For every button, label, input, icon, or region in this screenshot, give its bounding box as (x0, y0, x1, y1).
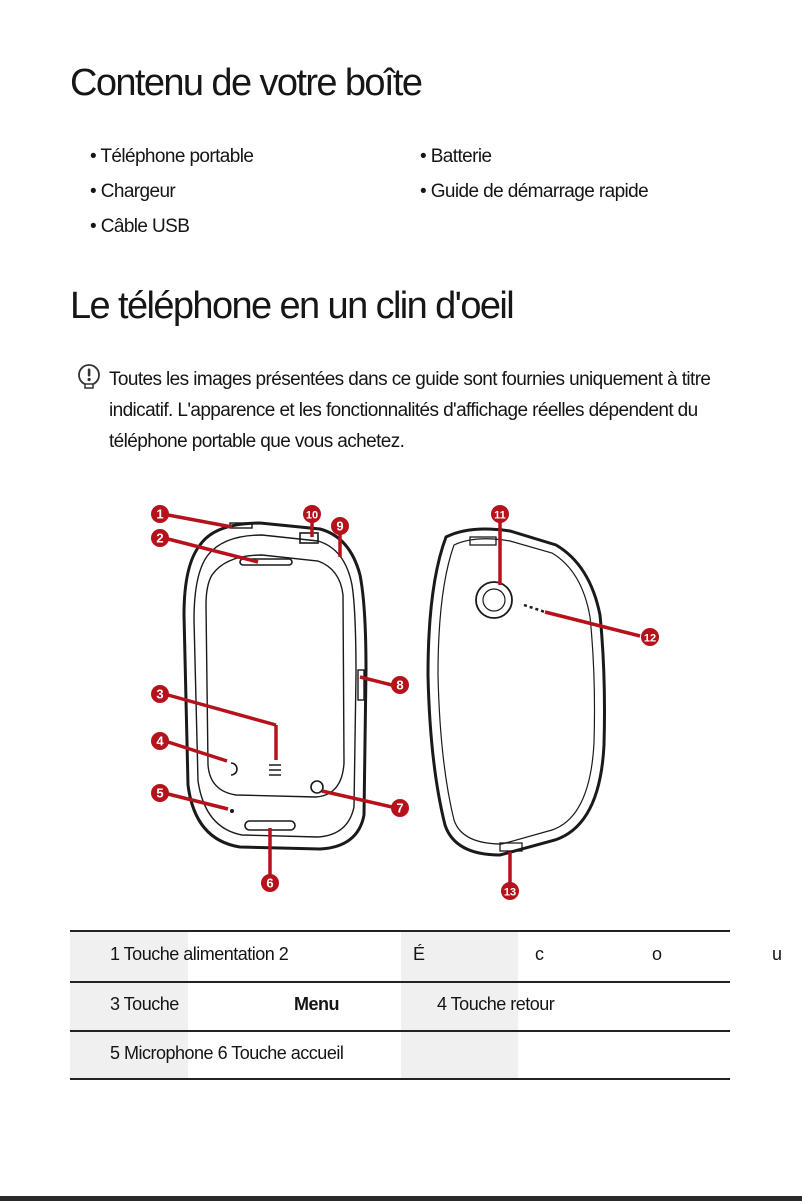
legend-row2-a: 3 Touche (110, 994, 179, 1014)
list-item-charger: • Chargeur (90, 181, 176, 202)
section-title-contents: Contenu de votre boîte (70, 62, 423, 104)
legend-row1-c: c (535, 944, 544, 964)
legend-row1-b: É (413, 944, 425, 964)
legend-rule-bottom (70, 1078, 730, 1080)
callout-label-5: 5 (156, 786, 163, 801)
callout-badge-3: 3 (151, 685, 169, 703)
legend-row2-c: 4 Touche retour (437, 994, 555, 1014)
callout-label-2: 2 (156, 531, 163, 546)
note-line-1: Toutes les images présentées dans ce gui… (109, 369, 711, 390)
legend-shade-col-2 (401, 930, 518, 1080)
note-text: Toutes les images présentées dans ce gui… (109, 364, 749, 457)
callout-label-7: 7 (396, 801, 403, 816)
callout-lines (167, 513, 641, 883)
callout-badge-8: 8 (391, 676, 409, 694)
callout-label-12: 12 (644, 633, 656, 645)
callout-label-4: 4 (156, 734, 164, 749)
legend-table: 1 Touche alimentation 2 É c o 3 Touche M… (70, 930, 730, 1080)
callout-badge-1: 1 (151, 505, 169, 523)
list-item-battery: • Batterie (420, 146, 492, 167)
list-item-phone: • Téléphone portable (90, 146, 254, 167)
phone-back (426, 527, 606, 857)
callout-label-9: 9 (336, 519, 343, 534)
legend-row3-a: 5 Microphone 6 Touche accueil (110, 1043, 344, 1063)
note-line-3: téléphone portable que vous achetez. (109, 431, 405, 452)
legend-rule-1 (70, 981, 730, 983)
callout-badge-12: 12 (641, 628, 659, 646)
callout-label-8: 8 (396, 678, 403, 693)
legend-row1-e-text: u (772, 944, 783, 964)
callout-badge-7: 7 (391, 799, 409, 817)
callout-badge-13: 13 (501, 882, 519, 900)
callout-badge-9: 9 (331, 517, 349, 535)
note-line-2: indicatif. L'apparence et les fonctionna… (109, 400, 698, 421)
list-item-usb-cable: • Câble USB (90, 216, 190, 237)
legend-row1-d: o (652, 944, 662, 964)
list-item-guide: • Guide de démarrage rapide (420, 181, 649, 202)
callout-badges: 1 2 3 4 5 6 7 8 9 10 11 12 13 (151, 505, 659, 900)
section-title-overview: Le téléphone en un clin d'oeil (70, 285, 515, 327)
callout-badge-6: 6 (261, 874, 279, 892)
page-bottom-rule (0, 1196, 802, 1201)
callout-badge-2: 2 (151, 529, 169, 547)
legend-rule-top (70, 930, 730, 932)
legend-row1-a: 1 Touche alimentation 2 (110, 944, 289, 964)
callout-label-1: 1 (156, 507, 163, 522)
callout-label-13: 13 (504, 887, 516, 899)
callout-label-6: 6 (266, 876, 273, 891)
exclamation-bulb-icon (78, 364, 100, 389)
legend-rule-2 (70, 1030, 730, 1032)
callout-badge-4: 4 (151, 732, 169, 750)
callout-label-10: 10 (306, 510, 318, 522)
phone-front (182, 521, 368, 851)
callout-badge-10: 10 (303, 505, 321, 523)
legend-row2-b: Menu (294, 994, 340, 1014)
callout-badge-5: 5 (151, 784, 169, 802)
callout-label-3: 3 (156, 687, 163, 702)
callout-badge-11: 11 (491, 505, 509, 523)
callout-label-11: 11 (494, 510, 506, 522)
phone-diagram: 1 2 3 4 5 6 7 8 9 10 11 12 13 (151, 505, 659, 900)
legend-shade-col-1 (70, 930, 188, 1080)
